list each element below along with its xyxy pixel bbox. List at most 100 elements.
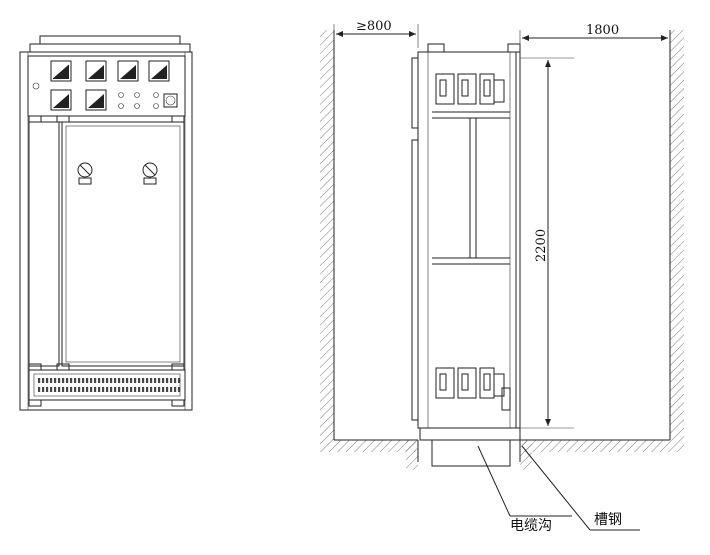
vent-slot	[150, 387, 153, 392]
main-door	[61, 121, 185, 367]
leader-cable-trench: 电缆沟	[477, 445, 572, 534]
vent-slot	[178, 378, 181, 383]
vent-slot	[154, 378, 157, 383]
dimension-height: 2200	[520, 57, 574, 429]
vent-slot	[94, 378, 97, 383]
right-wall-hatch	[670, 30, 684, 440]
vent-slot	[62, 387, 65, 392]
door-handle-icon	[77, 162, 93, 185]
vent-slot	[146, 378, 149, 383]
cabinet-body	[19, 51, 193, 411]
channel-steel-base	[419, 427, 521, 441]
vent-slot	[38, 387, 41, 392]
vent-slot	[54, 387, 57, 392]
vent-slot	[82, 387, 85, 392]
lower-breaker-group	[435, 367, 511, 411]
vent-panel	[28, 369, 186, 401]
vent-slot	[134, 378, 137, 383]
door-handle-icon	[142, 162, 158, 185]
floor-hatch-left	[320, 440, 416, 452]
vent-slot	[166, 387, 169, 392]
vent-slot	[142, 378, 145, 383]
vent-slot	[102, 378, 105, 383]
vent-slot	[74, 378, 77, 383]
front-view-cabinet	[19, 35, 193, 411]
left-wall-hatch	[320, 30, 334, 440]
vent-slot	[66, 387, 69, 392]
vent-slot	[46, 378, 49, 383]
callout-label: 槽钢	[594, 512, 622, 528]
vent-slot	[90, 378, 93, 383]
vent-slot	[178, 387, 181, 392]
vent-slot	[50, 378, 53, 383]
dimension-rear-clearance: 1800	[519, 23, 668, 48]
meters-top-row	[50, 60, 170, 82]
leader-channel-steel: 槽钢	[521, 445, 640, 531]
meters-bottom-row	[50, 89, 107, 111]
vent-slot	[138, 378, 141, 383]
vent-slot	[102, 387, 105, 392]
vent-slot	[134, 387, 137, 392]
vent-slot	[58, 387, 61, 392]
vent-slot	[42, 378, 45, 383]
vent-slot	[74, 387, 77, 392]
vent-slot	[154, 387, 157, 392]
vent-slot	[58, 378, 61, 383]
callout-label: 电缆沟	[510, 518, 552, 534]
dimension-label: 1800	[586, 23, 619, 38]
vent-slot	[142, 387, 145, 392]
vent-slot	[42, 387, 45, 392]
dimension-label: 2200	[534, 229, 549, 262]
vent-slot	[150, 378, 153, 383]
meter-icon	[50, 60, 72, 82]
meter-icon	[85, 60, 107, 82]
vent-slot	[78, 378, 81, 383]
vent-slot	[38, 378, 41, 383]
vent-slot	[122, 387, 125, 392]
vent-slot	[66, 378, 69, 383]
vent-slot	[70, 387, 73, 392]
vent-slot	[162, 387, 165, 392]
vent-slot	[98, 378, 101, 383]
vent-slot	[114, 378, 117, 383]
vent-slot	[158, 378, 161, 383]
vent-slot	[54, 378, 57, 383]
vent-slot	[70, 378, 73, 383]
vent-slot	[158, 387, 161, 392]
vent-slot	[106, 378, 109, 383]
panel-indicator-icon	[32, 82, 40, 90]
meter-icon	[50, 89, 72, 111]
side-view-section: ≥800 1800 2200 电缆沟 槽钢	[320, 19, 684, 534]
vent-slot	[118, 378, 121, 383]
vent-slot	[50, 387, 53, 392]
vent-slot	[174, 378, 177, 383]
vent-slot	[78, 387, 81, 392]
upper-breaker-group	[435, 73, 505, 105]
cabinet-side	[417, 51, 521, 429]
vent-slot	[146, 387, 149, 392]
vent-slot	[118, 387, 121, 392]
instrument-panel	[27, 55, 186, 117]
vent-slot	[62, 378, 65, 383]
cable-trench	[431, 439, 511, 467]
vent-slot	[86, 387, 89, 392]
meter-icon	[117, 60, 139, 82]
push-button-icon	[163, 93, 178, 108]
vent-slot	[90, 387, 93, 392]
vent-slot	[86, 378, 89, 383]
meter-icon	[85, 89, 107, 111]
dimension-front-clearance: ≥800	[333, 19, 419, 48]
floor-hatch-right	[522, 440, 684, 452]
vent-slot	[126, 378, 129, 383]
vent-slot	[130, 387, 133, 392]
vent-slot	[138, 387, 141, 392]
vent-slot	[46, 387, 49, 392]
vent-slot	[94, 387, 97, 392]
vent-slot	[110, 387, 113, 392]
vent-slot	[126, 387, 129, 392]
vent-slot	[170, 378, 173, 383]
vent-slot	[82, 378, 85, 383]
vent-slot	[130, 378, 133, 383]
vent-slot	[162, 378, 165, 383]
